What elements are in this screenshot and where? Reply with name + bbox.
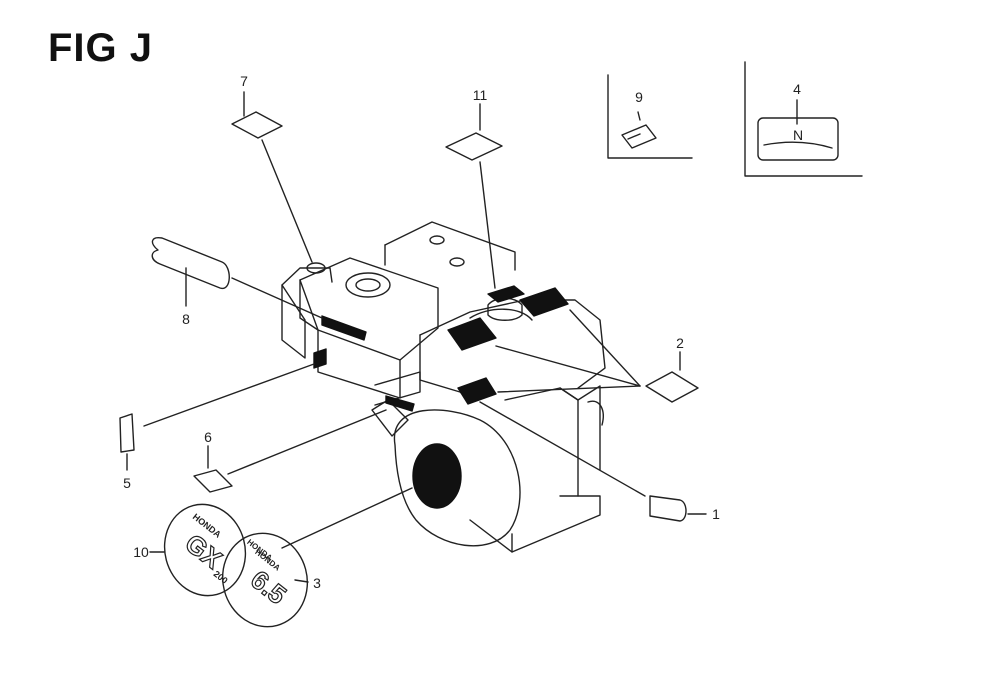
leader-2a [569,309,641,387]
callout-5: 5 [123,475,131,491]
leader-6 [227,409,387,475]
callout-8: 8 [182,311,190,327]
engine-label-11 [487,285,525,303]
choke-letter: N [793,127,803,143]
fuel-cap [345,272,391,298]
callout-1: 1 [712,506,720,522]
figure-title: FIG J [48,26,154,70]
leader-3 [281,487,413,549]
leader-2b [495,345,641,387]
badge-3-line3: 6.5 [245,564,292,610]
engine-label-2b [447,317,497,351]
decal-9 [621,124,657,149]
leader-3-tick [294,579,309,583]
badge-10-line2: GX [180,528,229,575]
badge-10-line3: 200 [212,569,230,586]
engine-label-6 [385,395,415,412]
leader-5 [143,363,315,427]
decal-4 [757,117,839,161]
callout-6: 6 [204,429,212,445]
inset-frame-9 [607,74,693,159]
engine-label-8 [321,315,367,341]
decal-5 [119,413,135,453]
callout-2: 2 [676,335,684,351]
decal-8 [151,236,230,289]
callout-9: 9 [635,89,643,105]
leader-8 [231,277,323,319]
decal-11 [445,132,503,161]
callout-3: 3 [313,575,321,591]
inset-frame-4 [744,61,863,177]
leader-11 [479,161,496,289]
engine-label-2a [519,287,569,317]
leader-1 [479,401,646,497]
decal-6 [193,469,233,493]
badge-10 [163,503,247,597]
callout-7: 7 [240,73,248,89]
decal-1 [649,495,687,522]
flywheel-hub [412,443,462,509]
leader-2c [497,385,641,393]
engine-label-2c [457,377,497,405]
leader-7 [261,139,313,263]
callout-11: 11 [473,87,488,103]
engine-label-5 [313,348,327,369]
decal-7 [231,111,283,139]
callout-10: 10 [133,544,149,560]
leader-9 [637,111,641,121]
callout-4: 4 [793,81,801,97]
badge-3 [221,532,309,628]
decal-2 [645,371,699,403]
